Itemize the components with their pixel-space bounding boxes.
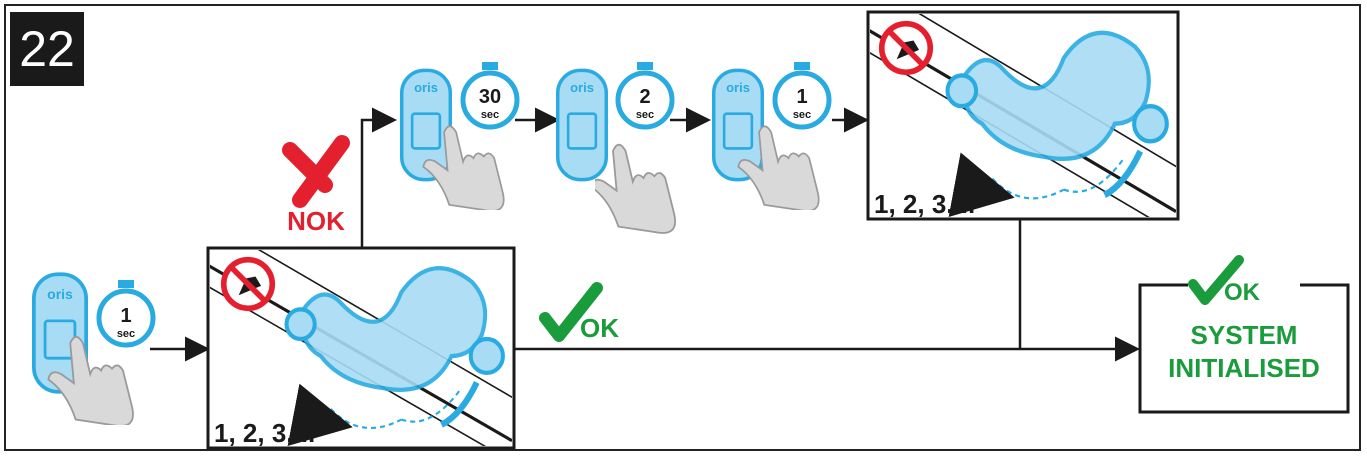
remote-brand-label: oris (726, 80, 750, 95)
remote-brand-label: oris (47, 286, 73, 302)
towbar-panel-retry: 1, 2, 3.... (866, 10, 1180, 221)
timer-value: 1 (120, 305, 131, 327)
nok-step-30: oris 30 sec (400, 62, 517, 210)
ok-label: OK (580, 313, 619, 343)
count-label: 1, 2, 3.... (214, 418, 315, 448)
towbar-panel-main: 1, 2, 3.... (206, 246, 516, 450)
nok-step-2: oris 2 sec (556, 62, 677, 234)
count-label: 1, 2, 3.... (874, 189, 975, 219)
nok-step-1: oris 1 sec (712, 62, 829, 210)
timer-value: 30 (479, 86, 501, 108)
ok-label: OK (1224, 279, 1261, 306)
remote-brand-label: oris (414, 80, 438, 95)
check-icon (539, 282, 603, 342)
timer-value: 2 (639, 86, 650, 108)
frame-border (4, 4, 1361, 451)
result-box: OK SYSTEM INITIALISED (1138, 255, 1350, 414)
step-number-badge: 22 (10, 12, 84, 86)
result-line-1: SYSTEM (1191, 320, 1298, 350)
start-press-group: oris 1 sec (32, 272, 153, 425)
timer-unit: sec (117, 328, 135, 340)
nok-group: NOK (282, 135, 350, 236)
no-load-sign-icon (224, 260, 273, 309)
cross-icon (282, 135, 350, 208)
nok-label: NOK (287, 206, 345, 236)
remote-brand-label: oris (570, 80, 594, 95)
timer-value: 1 (796, 86, 807, 108)
arrow-nok-branch (360, 107, 397, 248)
no-load-sign-icon (882, 24, 931, 73)
check-icon (1188, 255, 1244, 305)
timer-unit: sec (636, 109, 654, 121)
timer-unit: sec (481, 109, 499, 121)
timer-unit: sec (793, 109, 811, 121)
result-line-2: INITIALISED (1168, 353, 1320, 383)
flow-arrows (150, 107, 1140, 362)
ok-main-group: OK (539, 282, 619, 343)
